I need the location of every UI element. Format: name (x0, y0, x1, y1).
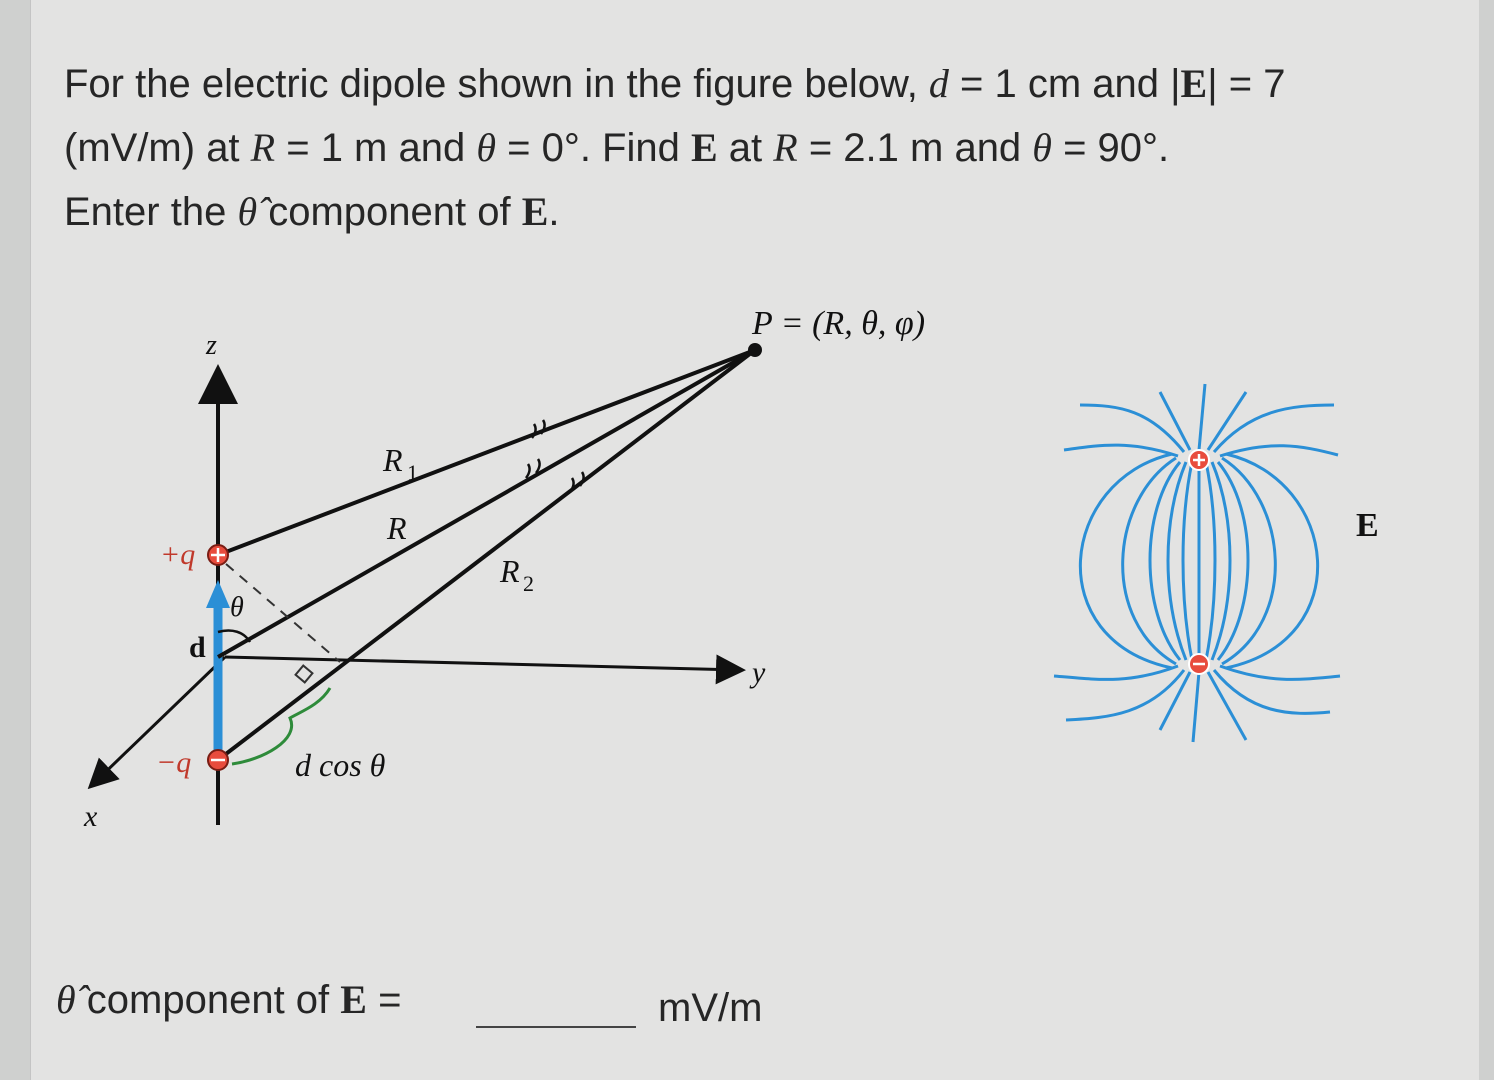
question-line-2: (mV/m) at R = 1 m and θ = 0°. Find E at … (64, 125, 1170, 170)
question-text: For the electric dipole shown in the fig… (64, 52, 1434, 244)
answer-input[interactable] (476, 982, 636, 1028)
answer-row: θ̂ component of E = mV/m (56, 968, 856, 1038)
answer-label: θ̂ component of E = (56, 977, 402, 1022)
question-line-1: For the electric dipole shown in the fig… (64, 61, 1286, 106)
answer-unit: mV/m (658, 986, 763, 1030)
question-line-3: Enter the θ̂ component of E. (64, 189, 560, 234)
